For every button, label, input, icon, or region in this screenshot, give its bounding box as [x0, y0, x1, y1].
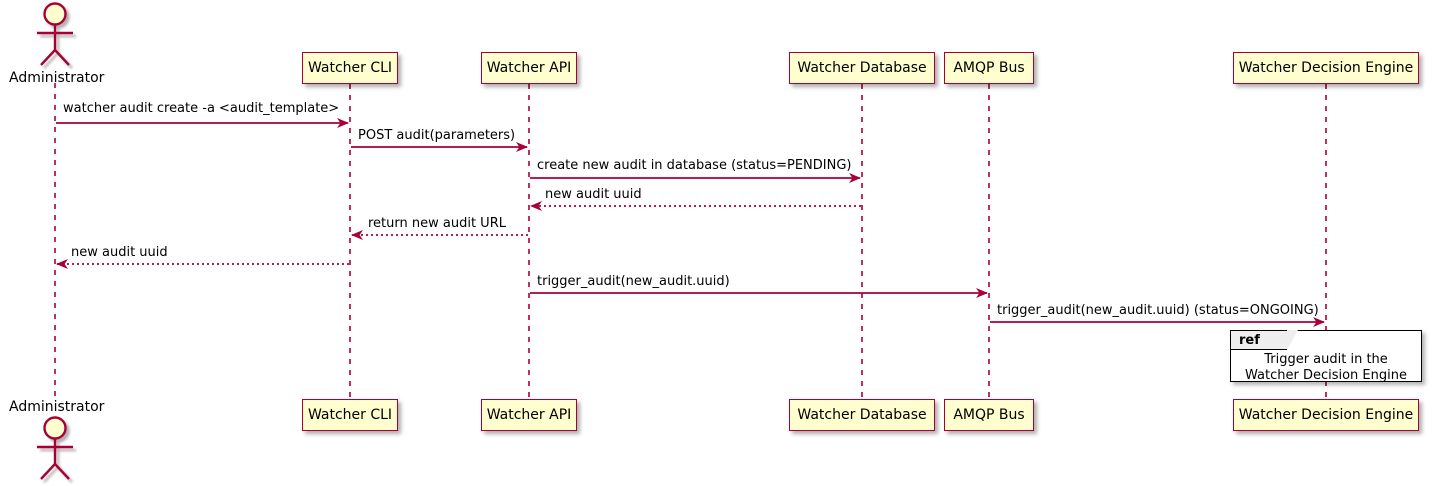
- participant-label: AMQP Bus: [953, 407, 1025, 423]
- actor-label-administrator-bottom: Administrator: [9, 399, 105, 415]
- participant-label: Watcher Decision Engine: [1238, 60, 1414, 76]
- participant-label: Watcher API: [486, 407, 572, 423]
- actor-label-administrator-top: Administrator: [9, 70, 105, 86]
- lifelines: [54, 83, 1327, 400]
- message-label-8: trigger_audit(new_audit.uuid) (status=ON…: [997, 303, 1319, 318]
- participant-label: Watcher Decision Engine: [1238, 407, 1414, 423]
- participant-box-watcher-decision-engine-top[interactable]: Watcher Decision Engine: [1233, 52, 1419, 84]
- participant-label: Watcher Database: [797, 60, 927, 76]
- actor-glyph-top: [37, 2, 73, 66]
- message-label-6: new audit uuid: [71, 245, 168, 260]
- ref-fragment-tag: ref: [1231, 329, 1298, 350]
- participant-label: Watcher API: [486, 60, 572, 76]
- message-label-5: return new audit URL: [368, 216, 506, 231]
- message-label-3: create new audit in database (status=PEN…: [537, 158, 852, 173]
- ref-tag-label: ref: [1239, 332, 1260, 348]
- ref-body-line-1: Trigger audit in the: [1264, 352, 1388, 367]
- message-arrows: [56, 118, 1325, 327]
- participant-label: Watcher Database: [797, 407, 927, 423]
- participant-box-amqp-bus-bottom[interactable]: AMQP Bus: [944, 399, 1034, 431]
- message-label-2: POST audit(parameters): [358, 128, 516, 143]
- participant-box-watcher-database-top[interactable]: Watcher Database: [789, 52, 935, 84]
- participant-label: AMQP Bus: [953, 60, 1025, 76]
- ref-fragment-body: Trigger audit in the Watcher Decision En…: [1231, 352, 1421, 384]
- participant-box-watcher-database-bottom[interactable]: Watcher Database: [789, 399, 935, 431]
- participant-box-watcher-decision-engine-bottom[interactable]: Watcher Decision Engine: [1233, 399, 1419, 431]
- ref-body-line-2: Watcher Decision Engine: [1245, 368, 1407, 383]
- participant-box-amqp-bus-top[interactable]: AMQP Bus: [944, 52, 1034, 84]
- participant-label: Watcher CLI: [307, 407, 393, 423]
- message-label-1: watcher audit create -a <audit_template>: [63, 101, 340, 116]
- actor-glyph-bottom: [37, 416, 73, 480]
- participant-box-watcher-api-bottom[interactable]: Watcher API: [481, 399, 577, 431]
- participant-box-watcher-cli-bottom[interactable]: Watcher CLI: [302, 399, 398, 431]
- message-label-4: new audit uuid: [545, 187, 642, 202]
- participant-box-watcher-api-top[interactable]: Watcher API: [481, 52, 577, 84]
- participant-box-watcher-cli-top[interactable]: Watcher CLI: [302, 52, 398, 84]
- ref-fragment-box[interactable]: ref Trigger audit in the Watcher Decisio…: [1230, 329, 1422, 384]
- message-label-7: trigger_audit(new_audit.uuid): [537, 274, 730, 289]
- participant-label: Watcher CLI: [307, 60, 393, 76]
